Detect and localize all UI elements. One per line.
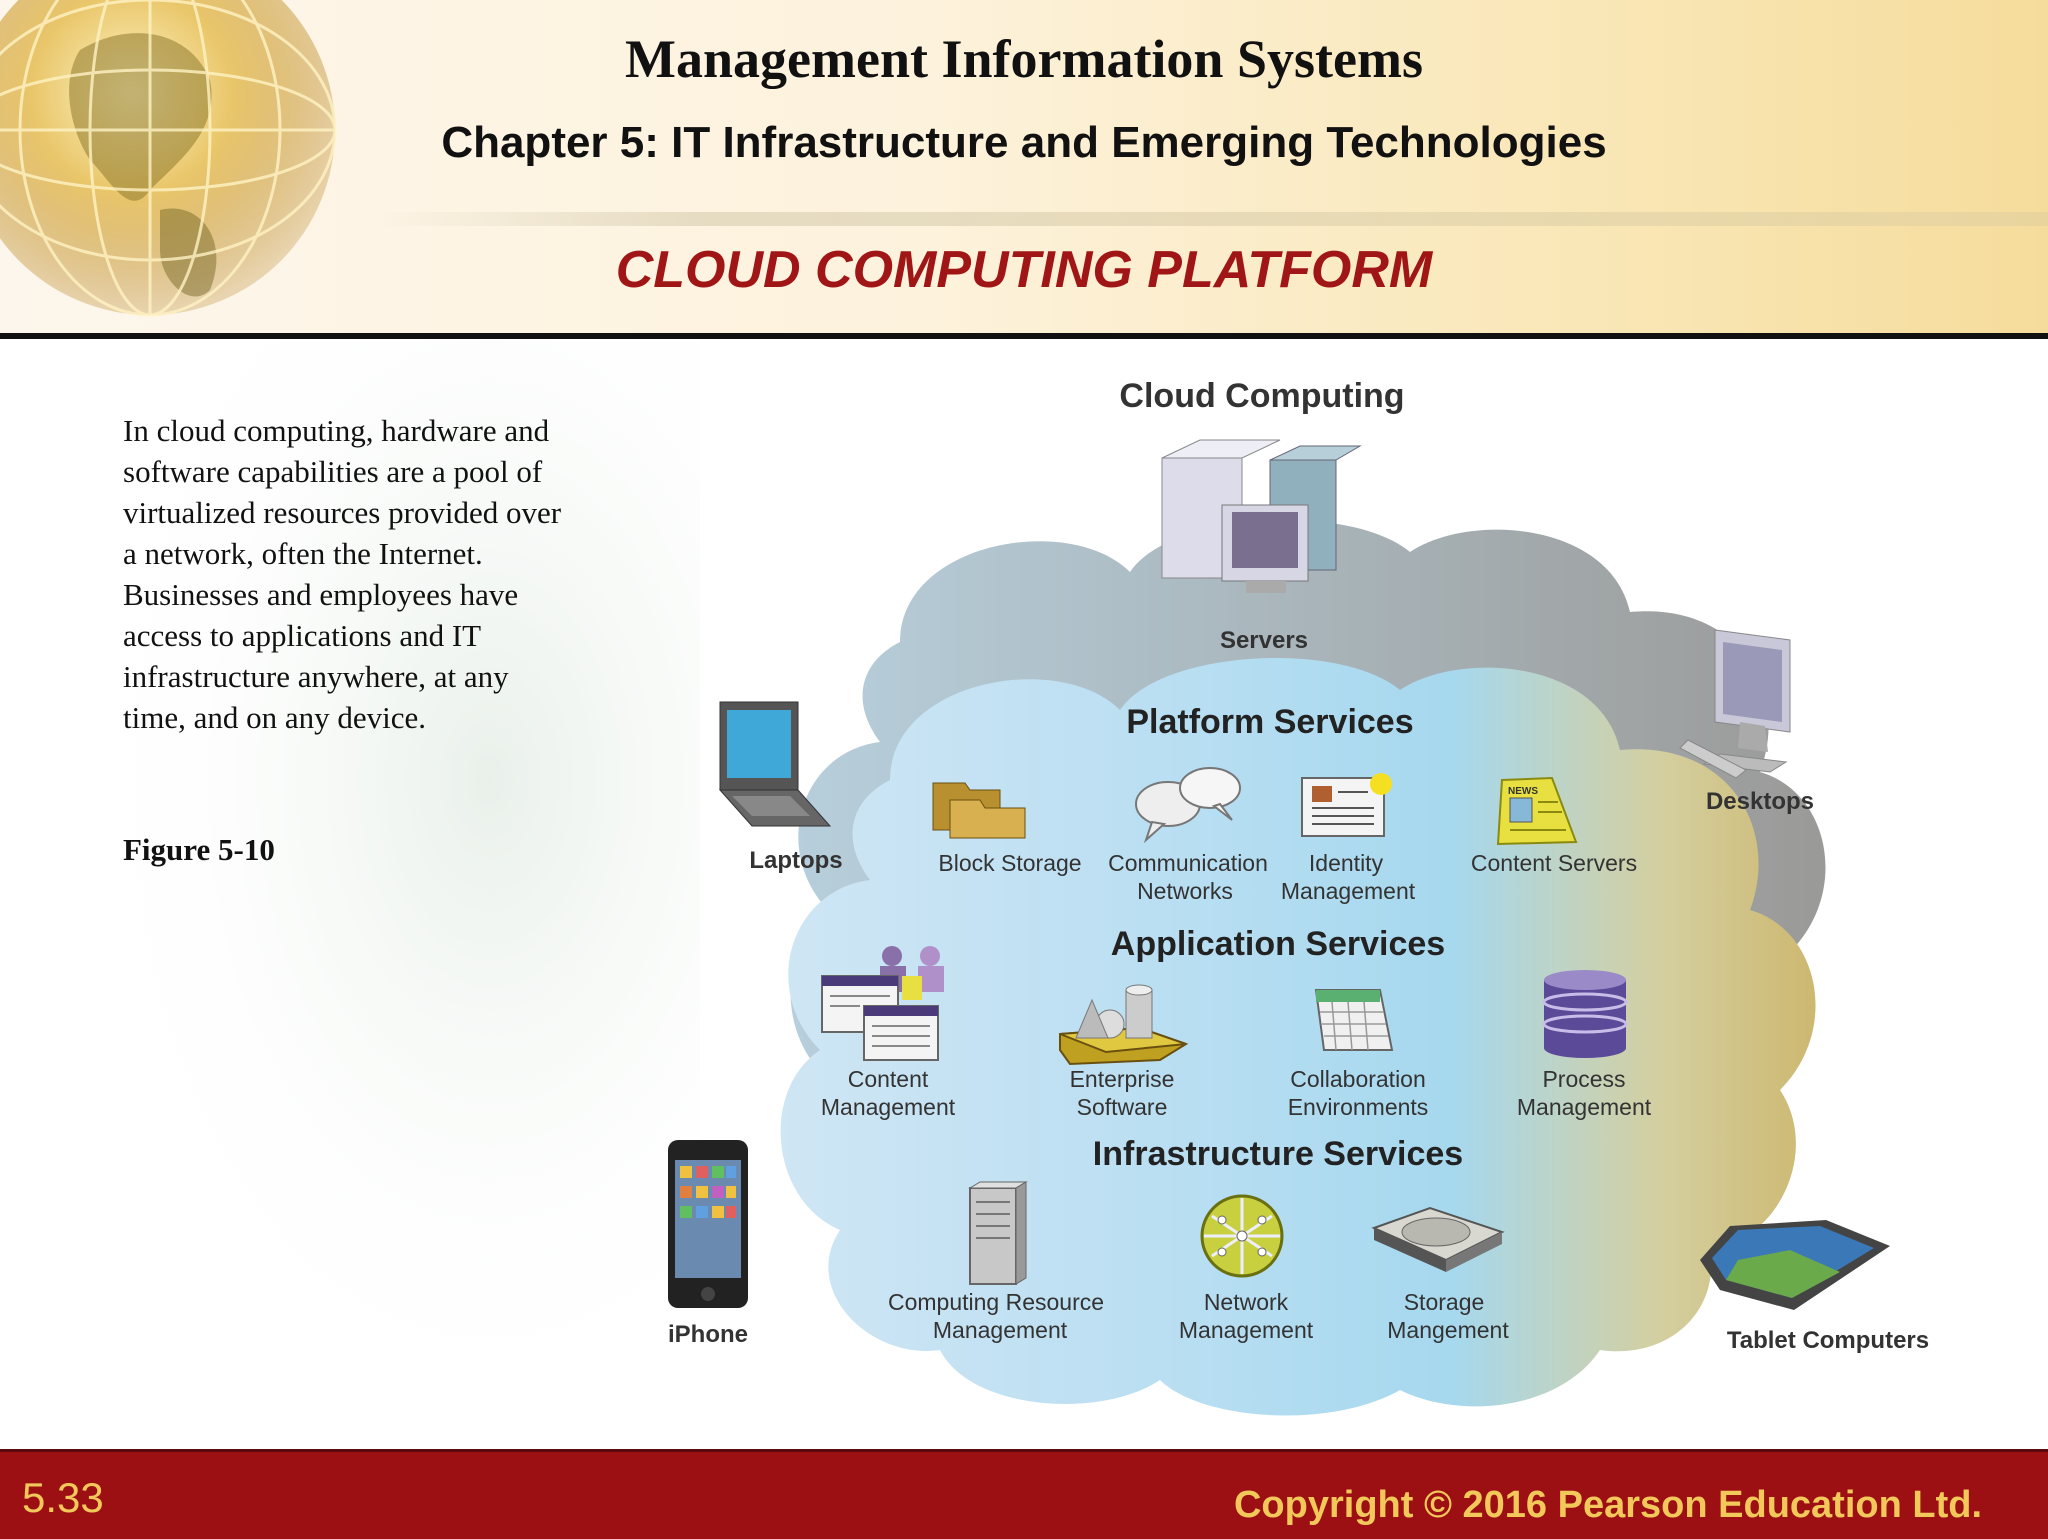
server-tower-icon xyxy=(968,1181,1028,1285)
slide-heading: CLOUD COMPUTING PLATFORM xyxy=(615,241,1433,299)
globe-watermark xyxy=(0,340,700,1440)
speech-bubbles-icon xyxy=(1135,767,1241,844)
enterprise-label-2: Software xyxy=(1077,1094,1168,1120)
application-services-heading: Application Services xyxy=(1111,925,1445,963)
folder-icon xyxy=(932,782,1026,839)
servers-icon xyxy=(1161,439,1362,593)
laptop-icon xyxy=(718,701,832,827)
computing-label-1: Computing Resource xyxy=(888,1289,1104,1315)
cloud-body xyxy=(780,657,1816,1416)
enterprise-software-icon xyxy=(1059,984,1189,1066)
id-card-icon xyxy=(1301,773,1392,837)
identity-label-1: Identity xyxy=(1309,850,1384,876)
content-mgmt-label-2: Management xyxy=(821,1094,956,1120)
identity-label-2: Management xyxy=(1281,878,1416,904)
cloud-computing-diagram: Cloud Computing Servers Laptops Desktops xyxy=(668,377,1929,1416)
computing-label-2: Management xyxy=(933,1317,1068,1343)
desktops-label: Desktops xyxy=(1706,788,1814,815)
footer-bar xyxy=(0,1449,2048,1539)
calendar-icon xyxy=(1314,989,1394,1051)
enterprise-label-1: Enterprise xyxy=(1070,1066,1175,1092)
content-mgmt-label-1: Content xyxy=(848,1066,929,1092)
iphone-icon xyxy=(668,1140,748,1308)
figure-label: Figure 5-10 xyxy=(123,832,275,867)
block-storage-label: Block Storage xyxy=(938,850,1081,876)
header-rule xyxy=(0,333,2048,339)
tablets-label: Tablet Computers xyxy=(1727,1327,1929,1354)
course-title: Management Information Systems xyxy=(625,29,1423,89)
collab-label-1: Collaboration xyxy=(1290,1066,1426,1092)
content-servers-label: Content Servers xyxy=(1471,850,1637,876)
storage-label-2: Mangement xyxy=(1387,1317,1509,1343)
copyright-notice: Copyright © 2016 Pearson Education Ltd. xyxy=(1233,1484,1982,1526)
news-badge: NEWS xyxy=(1508,786,1538,797)
database-icon xyxy=(1542,970,1628,1058)
laptops-label: Laptops xyxy=(749,847,842,874)
newspaper-icon: NEWS xyxy=(1496,776,1578,846)
header-band xyxy=(370,212,2048,226)
body-paragraph: In cloud computing, hardware and softwar… xyxy=(123,413,562,735)
content-management-icon xyxy=(821,946,944,1061)
comm-networks-label-2: Networks xyxy=(1137,878,1233,904)
infrastructure-services-heading: Infrastructure Services xyxy=(1093,1135,1463,1173)
comm-networks-label-1: Communication xyxy=(1108,850,1268,876)
servers-label: Servers xyxy=(1220,627,1308,654)
tablet-icon xyxy=(1700,1220,1890,1310)
page-number: 5.33 xyxy=(22,1474,104,1521)
globe-icon xyxy=(0,0,337,317)
slide-header: Management Information Systems Chapter 5… xyxy=(0,0,2048,335)
process-label-1: Process xyxy=(1542,1066,1625,1092)
platform-services-heading: Platform Services xyxy=(1126,703,1413,741)
hard-drive-icon xyxy=(1371,1206,1505,1272)
diagram-title: Cloud Computing xyxy=(1119,377,1404,415)
network-label-2: Management xyxy=(1179,1317,1314,1343)
network-label-1: Network xyxy=(1204,1289,1289,1315)
network-icon xyxy=(1200,1194,1284,1278)
collab-label-2: Environments xyxy=(1288,1094,1429,1120)
storage-label-1: Storage xyxy=(1404,1289,1485,1315)
process-label-2: Management xyxy=(1517,1094,1652,1120)
chapter-title: Chapter 5: IT Infrastructure and Emergin… xyxy=(441,118,1607,167)
iphone-label: iPhone xyxy=(668,1321,748,1348)
desktop-icon xyxy=(1679,629,1791,779)
